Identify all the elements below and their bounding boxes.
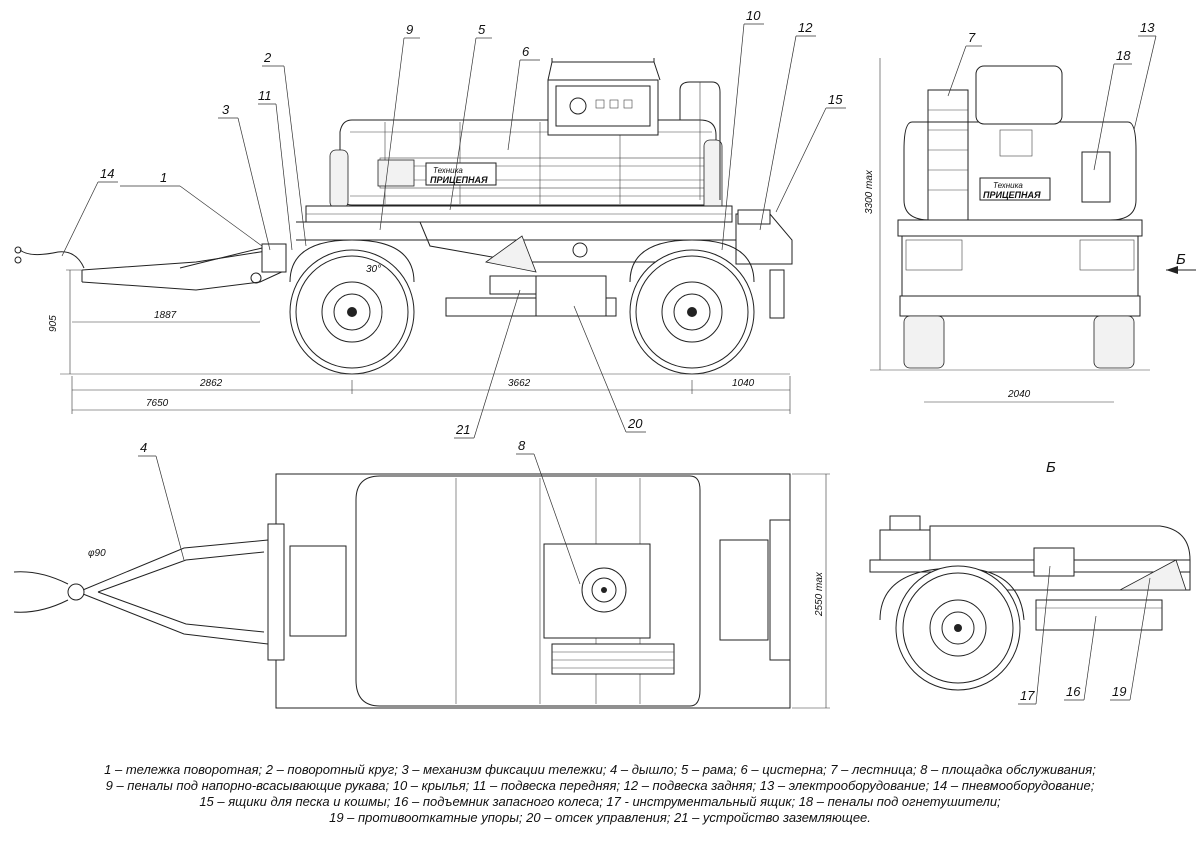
view-b-label: Б	[1046, 459, 1056, 476]
callout-3: 3	[222, 102, 230, 117]
rear-sign-name: ПРИЦЕПНАЯ	[983, 190, 1041, 200]
callout-19: 19	[1112, 684, 1126, 699]
dim-3662: 3662	[508, 378, 531, 389]
callout-17: 17	[1020, 688, 1035, 703]
callouts: 1 2 3 4 5 6 7 8 9 10 11 12 13 14 15 16 1…	[61, 8, 1157, 705]
legend-line: 19 – противооткатные упоры; 20 – отсек у…	[329, 810, 871, 825]
dim-2550: 2550 max	[814, 571, 825, 617]
front-wheel	[289, 249, 415, 375]
dim-905: 905	[48, 315, 59, 332]
legend-line: 15 – ящики для песка и кошмы; 16 – подъе…	[199, 794, 1001, 809]
dim-7650: 7650	[146, 398, 169, 409]
dim-30: 30°	[366, 264, 381, 275]
callout-9: 9	[406, 22, 413, 37]
rear-sign-brand: Техника	[993, 181, 1023, 190]
callout-21: 21	[455, 422, 470, 437]
dim-90: φ90	[88, 548, 106, 559]
callout-4: 4	[140, 440, 147, 455]
side-sign	[425, 162, 497, 186]
callout-18: 18	[1116, 48, 1131, 63]
callout-8: 8	[518, 438, 526, 453]
rear-view: Техника ПРИЦЕПНАЯ 3300 max 2040 Б	[864, 58, 1196, 403]
callout-7: 7	[968, 30, 976, 45]
callout-10: 10	[746, 8, 761, 23]
callout-12: 12	[798, 20, 813, 35]
view-b: Б	[869, 459, 1191, 691]
callout-16: 16	[1066, 684, 1081, 699]
dim-1040: 1040	[732, 378, 755, 389]
callout-6: 6	[522, 44, 530, 59]
side-sign-name: ПРИЦЕПНАЯ	[430, 175, 488, 185]
callout-2: 2	[263, 50, 272, 65]
callout-11: 11	[258, 88, 272, 103]
callout-15: 15	[828, 92, 843, 107]
rear-sign	[979, 177, 1051, 201]
side-sign-brand: Техника	[433, 166, 463, 175]
callout-13: 13	[1140, 20, 1155, 35]
legend-line: 9 – пеналы под напорно-всасывающие рукав…	[105, 778, 1095, 793]
callout-14: 14	[100, 166, 114, 181]
dim-1887: 1887	[154, 310, 177, 321]
side-dimensions: 905 1887 2862 3662 1040 7650 30°	[48, 264, 791, 414]
side-view: Техника ПРИЦЕПНАЯ	[14, 58, 793, 375]
dim-2862: 2862	[199, 378, 223, 389]
legend-line: 1 – тележка поворотная; 2 – поворотный к…	[104, 762, 1096, 777]
view-b-wheel	[895, 565, 1021, 691]
callout-5: 5	[478, 22, 486, 37]
rear-wheel	[629, 249, 755, 375]
dim-3300: 3300 max	[864, 169, 875, 214]
dim-2040: 2040	[1007, 389, 1031, 400]
callout-20: 20	[627, 416, 643, 431]
legend: 1 – тележка поворотная; 2 – поворотный к…	[20, 762, 1180, 826]
top-view: 2550 max φ90	[13, 473, 830, 709]
view-arrow-b: Б	[1176, 251, 1186, 268]
callout-1: 1	[160, 170, 167, 185]
